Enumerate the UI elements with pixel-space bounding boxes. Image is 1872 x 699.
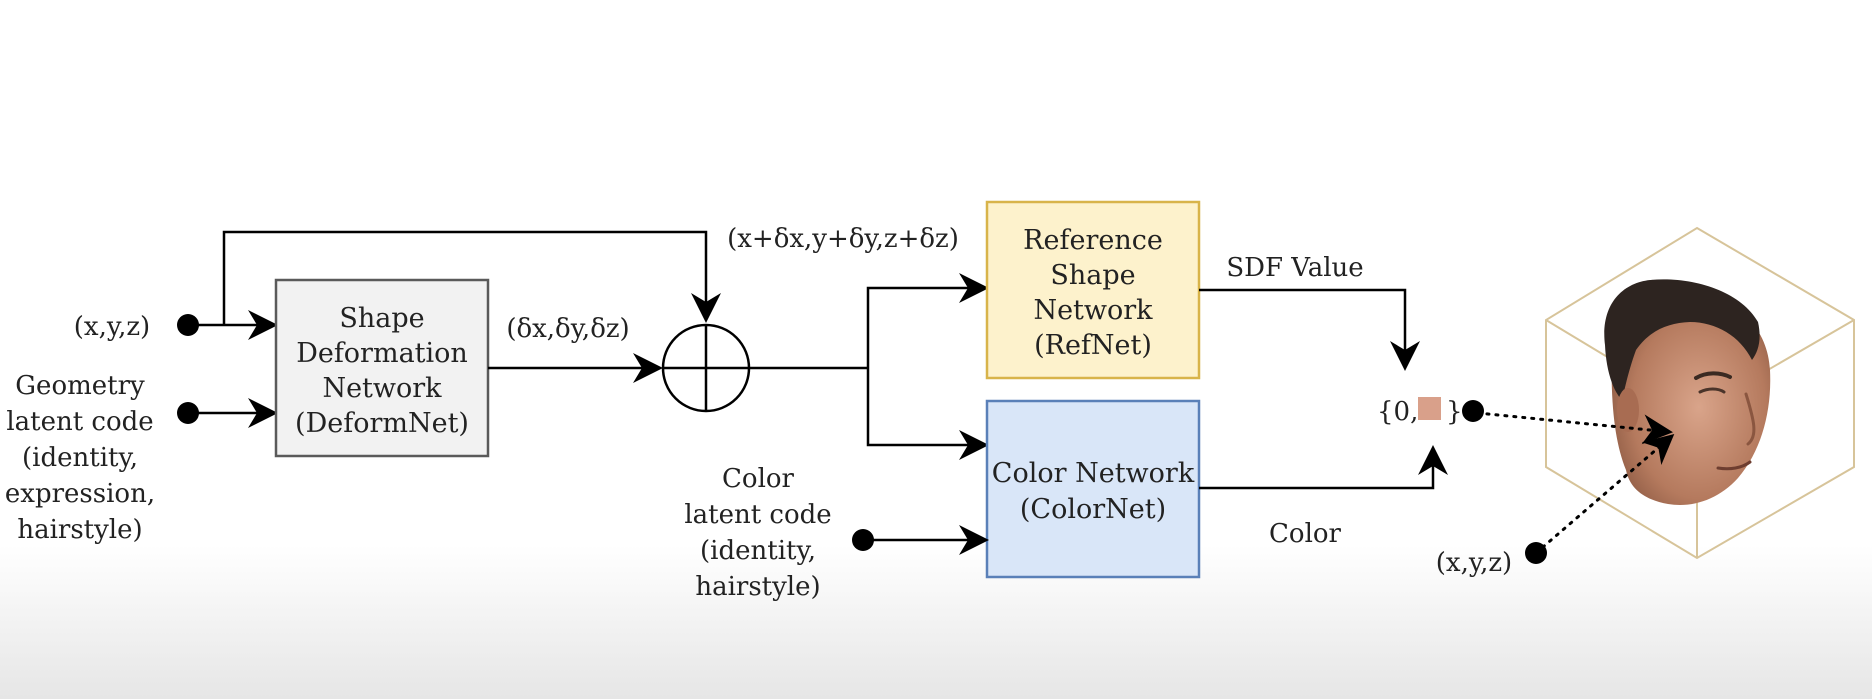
geometry-code-label: Geometry latent code (identity, expressi… bbox=[5, 371, 155, 545]
svg-text:(ColorNet): (ColorNet) bbox=[1020, 494, 1166, 525]
ray-output-to-face bbox=[1476, 411, 1673, 445]
svg-text:expression,: expression, bbox=[5, 479, 155, 509]
color-label: Color bbox=[1269, 519, 1342, 549]
svg-text:Network: Network bbox=[1033, 295, 1153, 326]
arrow-split-to-colornet bbox=[866, 368, 989, 460]
delta-label: (δx,δy,δz) bbox=[506, 314, 629, 344]
svg-text:Shape: Shape bbox=[339, 303, 424, 334]
arrow-xyz-skip-to-sum bbox=[222, 230, 721, 325]
svg-text:(identity,: (identity, bbox=[700, 536, 816, 566]
svg-text:Reference: Reference bbox=[1023, 225, 1163, 256]
svg-text:latent code: latent code bbox=[6, 407, 153, 437]
output-prefix: {0, bbox=[1377, 397, 1418, 427]
output-suffix: } bbox=[1446, 397, 1463, 427]
output-color-swatch bbox=[1418, 397, 1441, 420]
svg-text:hairstyle): hairstyle) bbox=[695, 572, 820, 602]
colornet-label: Color Network (ColorNet) bbox=[992, 458, 1195, 525]
deformnet-box bbox=[274, 278, 490, 458]
arrow-refnet-to-output bbox=[1199, 288, 1420, 371]
arrow-split-to-refnet bbox=[866, 273, 989, 368]
xyz-input-left-label: (x,y,z) bbox=[74, 312, 150, 342]
ray-xyz-to-face bbox=[1534, 434, 1675, 555]
svg-text:Shape: Shape bbox=[1050, 260, 1135, 291]
svg-text:Deformation: Deformation bbox=[296, 338, 468, 369]
svg-text:Network: Network bbox=[322, 373, 442, 404]
sdf-value-label: SDF Value bbox=[1226, 253, 1363, 283]
colornet-box bbox=[985, 399, 1201, 579]
color-code-label: Color latent code (identity, hairstyle) bbox=[684, 464, 831, 602]
svg-text:(identity,: (identity, bbox=[22, 443, 138, 473]
xyz-input-right-label: (x,y,z) bbox=[1436, 548, 1512, 578]
deformed-point-label: (x+δx,y+δy,z+δz) bbox=[727, 224, 959, 254]
svg-text:(DeformNet): (DeformNet) bbox=[295, 408, 469, 439]
refnet-label: Reference Shape Network (RefNet) bbox=[1023, 225, 1163, 361]
svg-text:hairstyle): hairstyle) bbox=[17, 515, 142, 545]
svg-text:Color Network: Color Network bbox=[992, 458, 1195, 489]
deformnet-label: Shape Deformation Network (DeformNet) bbox=[295, 303, 469, 439]
svg-text:(RefNet): (RefNet) bbox=[1034, 330, 1152, 361]
svg-text:Geometry: Geometry bbox=[15, 371, 145, 401]
refnet-box bbox=[985, 200, 1201, 380]
sum-circle-icon bbox=[661, 323, 751, 413]
svg-text:latent code: latent code bbox=[684, 500, 831, 530]
arrow-colornet-to-output bbox=[1199, 445, 1448, 490]
output-dot bbox=[1462, 400, 1484, 422]
svg-text:Color: Color bbox=[722, 464, 795, 494]
